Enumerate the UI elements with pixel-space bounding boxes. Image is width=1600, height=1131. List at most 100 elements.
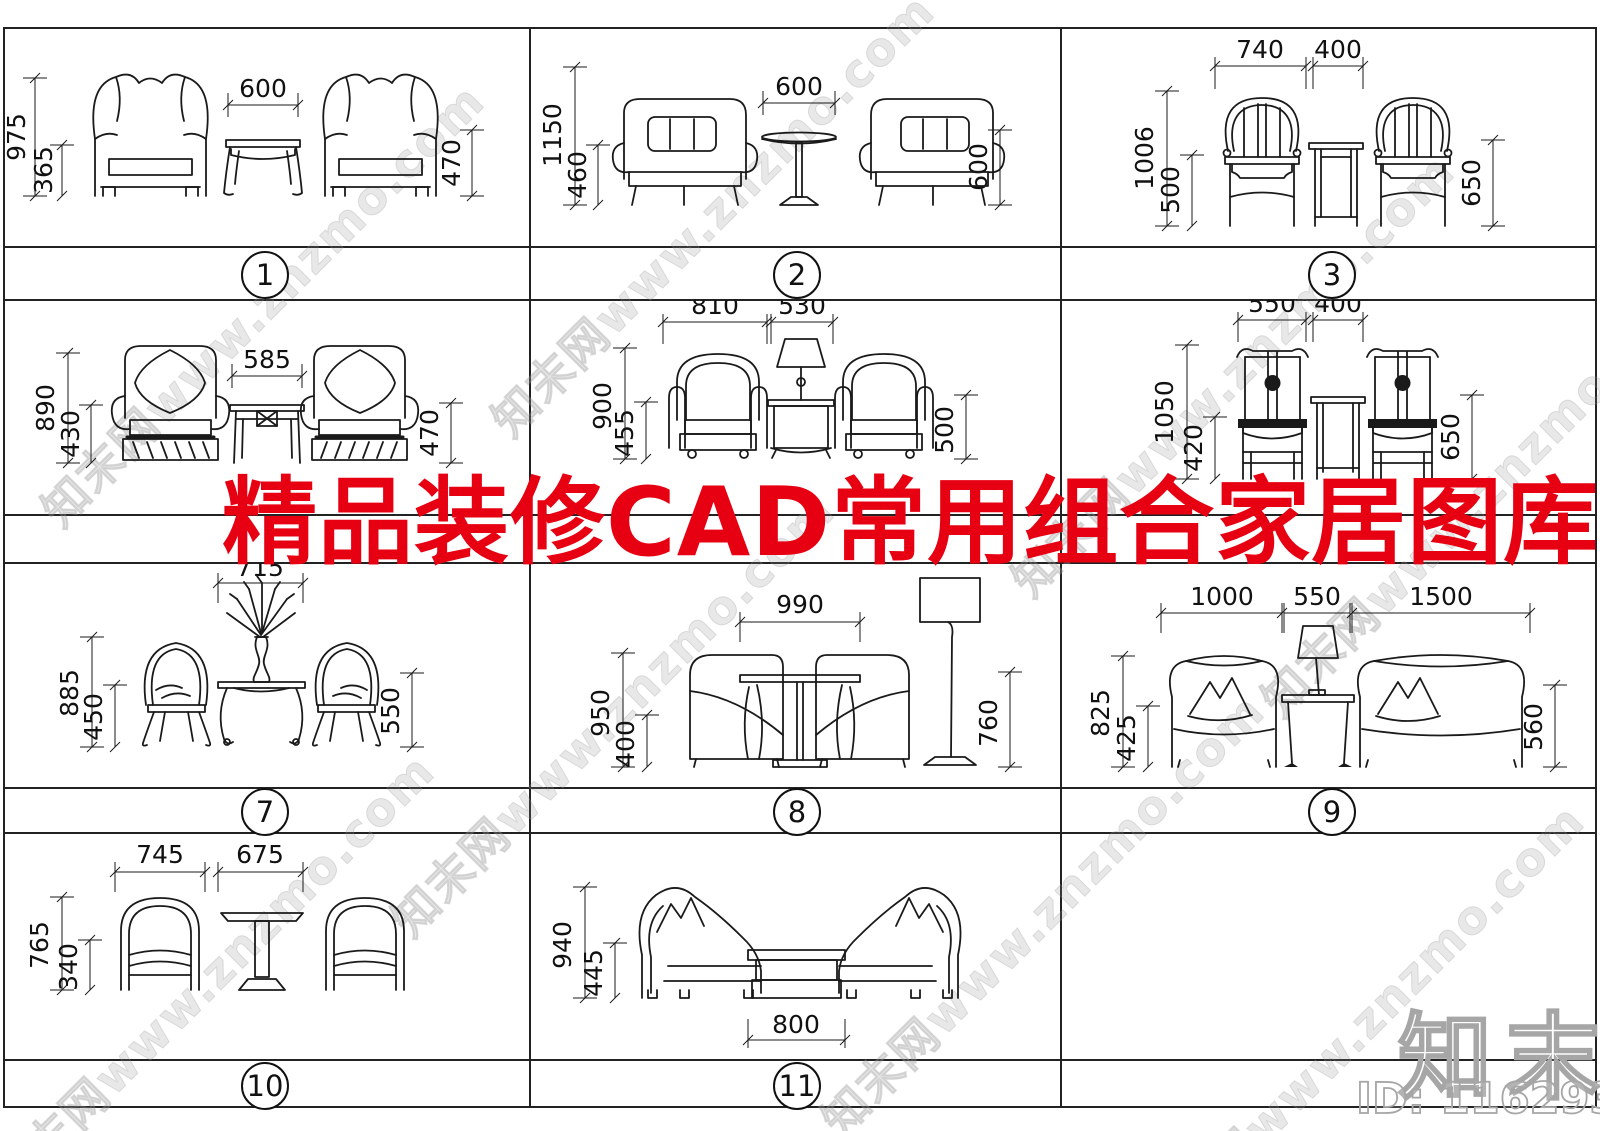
flared-armchair-drawing — [1168, 655, 1280, 768]
scoop-armchair-drawing — [638, 887, 762, 999]
table-lamp-drawing — [776, 338, 826, 401]
tea-stand-drawing — [1308, 142, 1364, 227]
dim-right-height: 650 — [1436, 413, 1465, 461]
dim-total-height: 1150 — [538, 103, 567, 167]
dim-table-width: 600 — [239, 74, 287, 103]
dim-right-height: 760 — [974, 699, 1003, 747]
sheet-number-1: 1 — [241, 251, 289, 299]
dim-total-height: 825 — [1086, 689, 1115, 737]
dim-total-height: 1050 — [1150, 380, 1179, 444]
dim-table-width: 550 — [1293, 582, 1341, 611]
dim-sofa-width: 1500 — [1409, 582, 1473, 611]
dim-seat-height: 500 — [1156, 166, 1185, 214]
low-coffee-table-drawing — [747, 949, 846, 999]
znzmo-logo: 知末 — [1397, 1003, 1600, 1115]
dim-table-width: 400 — [1314, 35, 1362, 64]
dim-total-height: 765 — [25, 921, 54, 969]
dim-chair-width: 550 — [1248, 300, 1296, 318]
wingback-chair-drawing — [92, 73, 209, 197]
pedestal-table-drawing — [739, 674, 861, 768]
dim-table-width: 530 — [778, 300, 826, 320]
grid-line — [3, 514, 1597, 516]
side-table-drawing — [229, 404, 305, 464]
sheet-number-11: 11 — [773, 1062, 821, 1110]
grid-line — [529, 27, 531, 1108]
dim-total-height: 940 — [548, 921, 577, 969]
cell-11-scoop-chairs-coffee-table: 940 445 800 — [548, 881, 962, 1048]
dim-table-width: 675 — [236, 840, 284, 869]
dim-right-height: 470 — [437, 139, 466, 187]
cell-6-official-hat-chairs: 550 400 1050 420 650 — [1150, 300, 1484, 485]
loveseat-drawing — [1356, 654, 1526, 768]
cell-8-lounge-chairs-floor-lamp: 990 950 400 760 — [586, 577, 1022, 773]
dim-chair-width: 810 — [691, 300, 739, 320]
dim-total-height: 890 — [31, 384, 60, 432]
dim-total-height: 1006 — [1130, 126, 1159, 190]
grid-line — [3, 562, 1597, 564]
dim-seat-height: 445 — [579, 949, 608, 997]
dim-table-width: 715 — [236, 563, 284, 582]
dim-seat-height: 365 — [29, 146, 58, 194]
barrel-chair-drawing — [120, 897, 200, 991]
round-pedestal-table-drawing — [761, 131, 837, 206]
dim-total-height: 975 — [3, 113, 31, 161]
cell-4-diamond-cushion-armchairs: 890 430 585 470 — [31, 344, 463, 469]
dim-chair-width: 745 — [136, 840, 184, 869]
nightstand-drawing — [767, 399, 835, 459]
dim-seat-height: 460 — [563, 151, 592, 199]
diamond-cushion-armchair-drawing — [110, 345, 231, 461]
curved-lounge-chair-drawing — [689, 654, 784, 768]
grid-line — [3, 1059, 1597, 1061]
sheet-number-7: 7 — [241, 788, 289, 836]
cell-9-armchair-loveseat-lamp-table: 1000 550 1500 825 425 560 — [1086, 582, 1567, 773]
dim-chair-width: 1000 — [1190, 582, 1254, 611]
grid-line — [3, 246, 1597, 248]
dim-right-height: 650 — [1457, 159, 1486, 207]
dim-right-height: 470 — [415, 409, 444, 457]
tea-table-drawing — [223, 139, 303, 196]
flower-vase-drawing — [226, 575, 296, 683]
cell-7-round-back-chairs-vase: 715 885 450 550 — [55, 563, 424, 753]
dim-seat-height: 420 — [1179, 424, 1208, 472]
t-pedestal-table-drawing — [220, 912, 304, 991]
dim-right-height: 550 — [376, 687, 405, 735]
tub-chair-drawing — [668, 353, 768, 459]
dim-seat-height: 425 — [1112, 714, 1141, 762]
dim-seat-height: 450 — [79, 693, 108, 741]
dim-total-height: 950 — [586, 689, 615, 737]
sheet-number-2: 2 — [773, 251, 821, 299]
sheet-number-9: 9 — [1308, 788, 1356, 836]
circle-back-chair-drawing — [1222, 97, 1302, 227]
round-back-chair-drawing — [141, 642, 212, 747]
dim-table-width: 400 — [1314, 300, 1362, 318]
cell-2-armchairs-round-table: 1150 460 600 600 — [538, 61, 1012, 211]
cell-3-circle-back-chairs: 740 400 1006 500 650 — [1130, 35, 1505, 232]
tea-stand-drawing — [1310, 396, 1366, 480]
cell-10-barrel-chairs: 745 675 765 340 — [25, 840, 405, 996]
floor-lamp-drawing — [919, 577, 981, 766]
grid-line — [1060, 27, 1062, 1108]
high-back-armchair-drawing — [611, 98, 759, 206]
page-title: 精品装修CAD常用组合家居图库 — [222, 468, 1600, 578]
cabriole-table-drawing — [217, 681, 306, 746]
dim-right-height: 500 — [930, 406, 959, 454]
dim-total-height: 885 — [55, 669, 84, 717]
dim-seat-height: 400 — [611, 720, 640, 768]
cell-5-tub-chairs-lamp-table: 810 530 900 455 500 — [588, 300, 978, 465]
dim-seat-height: 340 — [54, 943, 83, 991]
dim-chair-width: 740 — [1236, 35, 1284, 64]
dim-table-width: 585 — [243, 345, 291, 374]
sheet-number-3: 3 — [1308, 251, 1356, 299]
dim-table-width: 600 — [775, 72, 823, 101]
asset-id: ID: 1162937331 — [1355, 1073, 1600, 1125]
dim-seat-height: 430 — [56, 410, 85, 458]
official-hat-chair-drawing — [1236, 348, 1309, 480]
dim-seat-height: 455 — [610, 409, 639, 457]
lamp-side-table-drawing — [1281, 625, 1355, 767]
dim-table-width: 990 — [776, 590, 824, 619]
dim-right-height: 560 — [1519, 703, 1548, 751]
dim-table-width: 800 — [772, 1010, 820, 1039]
sheet-number-10: 10 — [241, 1062, 289, 1110]
cell-1-wingback-chairs: 975 365 600 470 — [3, 72, 484, 202]
